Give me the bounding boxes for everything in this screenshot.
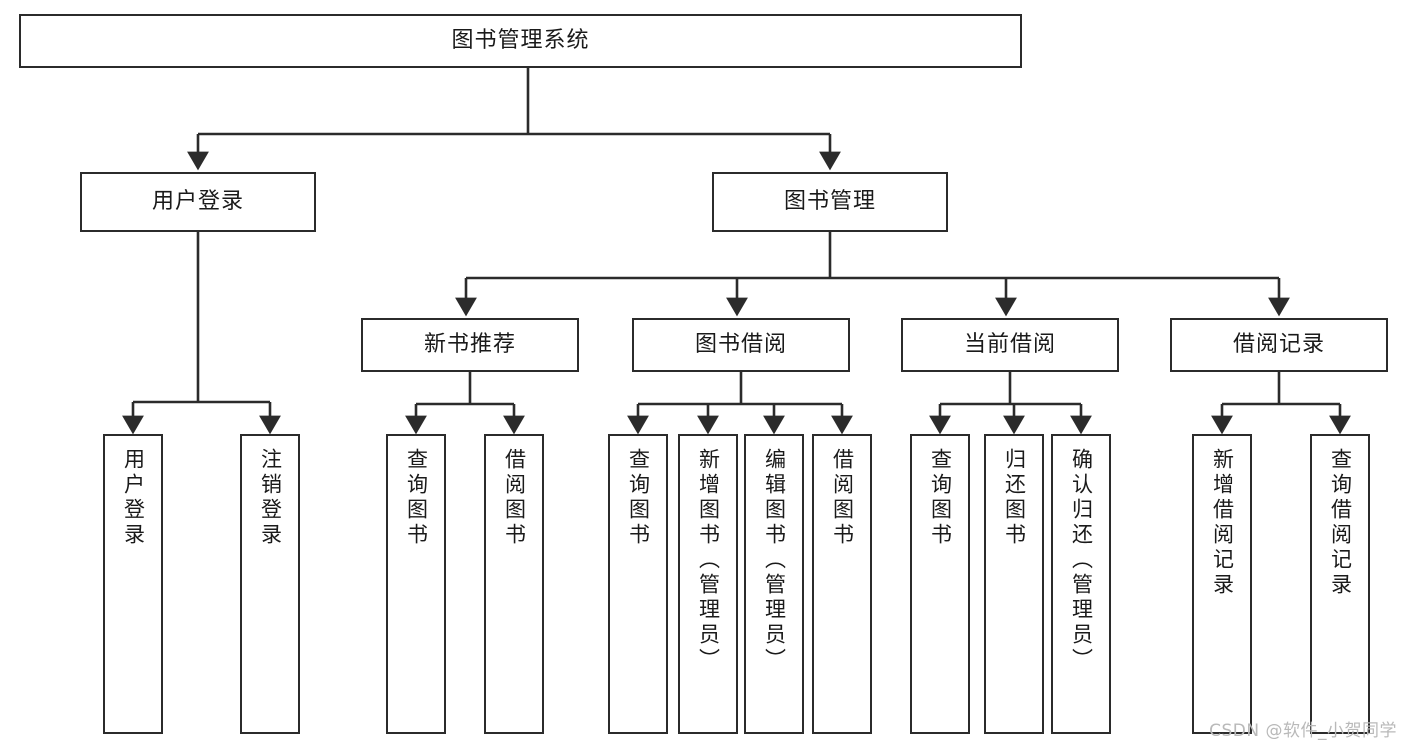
leaf-borrow-book-recommend[interactable]: 借阅图书 <box>484 434 544 734</box>
leaf-label: 查询借阅记录 <box>1328 448 1353 598</box>
leaf-label: 查询图书 <box>404 448 429 548</box>
leaf-label: 确认归还（管理员） <box>1069 448 1094 673</box>
node-book-borrow-label: 图书借阅 <box>694 332 787 358</box>
node-root-label: 图书管理系统 <box>451 28 590 54</box>
node-book-management[interactable]: 图书管理 <box>712 172 948 232</box>
leaf-return-book[interactable]: 归还图书 <box>984 434 1044 734</box>
node-current-borrow-label: 当前借阅 <box>963 332 1056 358</box>
leaf-add-borrow-record[interactable]: 新增借阅记录 <box>1192 434 1252 734</box>
leaf-edit-book-admin[interactable]: 编辑图书（管理员） <box>744 434 804 734</box>
leaf-confirm-return-admin[interactable]: 确认归还（管理员） <box>1051 434 1111 734</box>
node-current-borrow[interactable]: 当前借阅 <box>901 318 1119 372</box>
node-book-management-label: 图书管理 <box>783 189 876 215</box>
node-new-book-recommend-label: 新书推荐 <box>423 332 516 358</box>
node-borrow-records-label: 借阅记录 <box>1232 332 1325 358</box>
leaf-user-login[interactable]: 用户登录 <box>103 434 163 734</box>
node-new-book-recommend[interactable]: 新书推荐 <box>361 318 579 372</box>
node-borrow-records[interactable]: 借阅记录 <box>1170 318 1388 372</box>
leaf-label: 用户登录 <box>121 448 146 548</box>
leaf-query-book-recommend[interactable]: 查询图书 <box>386 434 446 734</box>
leaf-borrow-book[interactable]: 借阅图书 <box>812 434 872 734</box>
leaf-label: 借阅图书 <box>502 448 527 548</box>
leaf-label: 新增借阅记录 <box>1210 448 1235 598</box>
leaf-query-borrow-record[interactable]: 查询借阅记录 <box>1310 434 1370 734</box>
leaf-label: 借阅图书 <box>830 448 855 548</box>
leaf-label: 查询图书 <box>626 448 651 548</box>
leaf-label: 归还图书 <box>1002 448 1027 548</box>
node-user-login-label: 用户登录 <box>151 189 244 215</box>
leaf-label: 编辑图书（管理员） <box>762 448 787 673</box>
node-user-login[interactable]: 用户登录 <box>80 172 316 232</box>
leaf-label: 新增图书（管理员） <box>696 448 721 673</box>
leaf-query-book-current[interactable]: 查询图书 <box>910 434 970 734</box>
leaf-label: 查询图书 <box>928 448 953 548</box>
watermark: CSDN @软件_小贺同学 <box>1209 721 1397 741</box>
node-root[interactable]: 图书管理系统 <box>19 14 1022 68</box>
leaf-logout[interactable]: 注销登录 <box>240 434 300 734</box>
leaf-add-book-admin[interactable]: 新增图书（管理员） <box>678 434 738 734</box>
leaf-query-book-borrow[interactable]: 查询图书 <box>608 434 668 734</box>
node-book-borrow[interactable]: 图书借阅 <box>632 318 850 372</box>
leaf-label: 注销登录 <box>258 448 283 548</box>
